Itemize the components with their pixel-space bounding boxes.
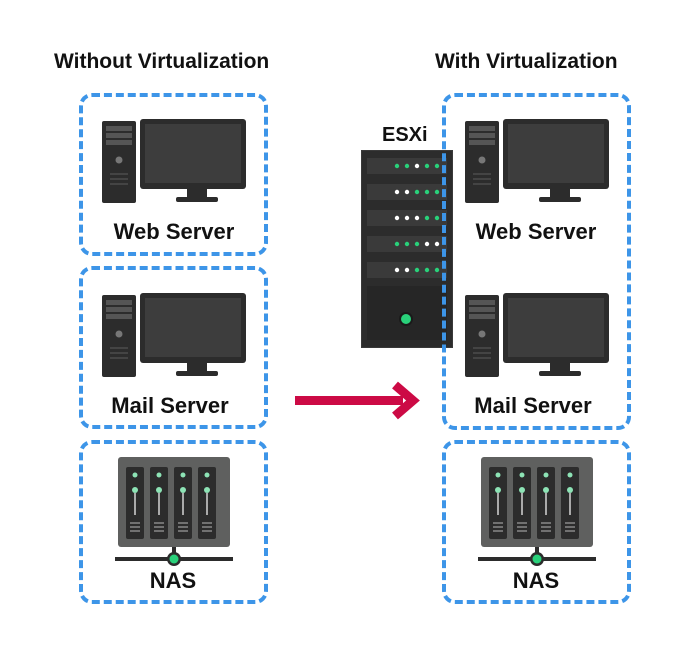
computer-icon: [465, 119, 615, 205]
heading-with-virtualization: With Virtualization: [435, 50, 618, 73]
computer-icon: [102, 293, 252, 379]
nas-box-without: [79, 440, 268, 604]
nas-icon: [113, 457, 235, 569]
mail-server-label-without: Mail Server: [111, 393, 229, 418]
mail-server-label-with: Mail Server: [474, 393, 592, 418]
web-server-label-with: Web Server: [475, 219, 597, 244]
nas-icon: [476, 457, 598, 569]
nas-label-without: NAS: [149, 568, 197, 593]
computer-icon: [102, 119, 252, 205]
nas-label-with: NAS: [512, 568, 560, 593]
computer-icon: [465, 293, 615, 379]
arrow-right-icon: [295, 381, 420, 420]
esxi-label: ESXi: [382, 124, 428, 146]
web-server-label-without: Web Server: [113, 219, 235, 244]
web-server-box-without: [79, 93, 268, 256]
mail-server-box-without: [79, 266, 268, 429]
virtualized-servers-box: [442, 93, 631, 430]
nas-box-with: [442, 440, 631, 604]
heading-without-virtualization: Without Virtualization: [54, 50, 270, 73]
server-rack-icon: [361, 150, 453, 348]
